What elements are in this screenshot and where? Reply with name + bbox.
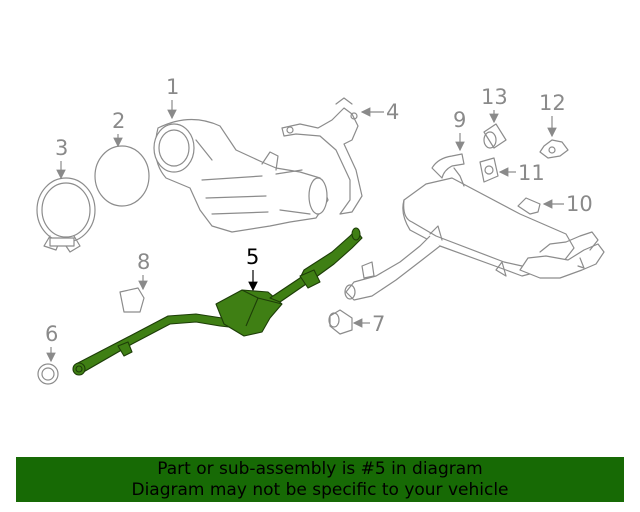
svg-text:11: 11 [518,161,545,185]
callout-8: 8 [137,250,150,291]
svg-text:1: 1 [166,75,179,99]
part-8-mount[interactable] [119,287,145,313]
svg-text:3: 3 [55,136,68,160]
part-13-sleeve[interactable] [483,123,507,149]
part-3-band-clamp[interactable] [36,177,96,253]
info-banner: Part or sub-assembly is #5 in diagram Di… [16,457,624,502]
part-1-catalytic-converter[interactable] [153,118,329,233]
callout-7: 7 [352,312,385,336]
svg-text:10: 10 [566,192,593,216]
callout-4: 4 [360,100,399,124]
part-11-hanger[interactable] [479,157,499,183]
svg-text:7: 7 [372,312,385,336]
svg-text:6: 6 [45,322,58,346]
callout-1: 1 [166,75,179,120]
part-12-bracket[interactable] [539,139,569,159]
svg-text:12: 12 [539,91,566,115]
callout-3: 3 [55,136,68,180]
part-10-nut[interactable] [517,197,541,215]
part-7-clamp[interactable] [328,309,353,335]
svg-text:8: 8 [137,250,150,274]
callout-6: 6 [45,322,58,363]
part-6-clamp[interactable] [37,363,59,385]
part-9-pipe[interactable] [431,153,465,179]
svg-text:13: 13 [481,85,508,109]
callout-2: 2 [112,109,125,148]
callout-5: 5 [246,245,259,292]
callout-13: 13 [481,85,508,124]
svg-text:5: 5 [246,245,259,269]
svg-text:9: 9 [453,108,466,132]
banner-line-1: Part or sub-assembly is #5 in diagram [157,458,483,479]
callout-12: 12 [539,91,566,138]
svg-text:4: 4 [386,100,399,124]
svg-text:2: 2 [112,109,125,133]
banner-line-2: Diagram may not be specific to your vehi… [131,479,509,500]
rear-muffler-assembly[interactable] [344,167,605,301]
callout-11: 11 [498,161,545,185]
callout-9: 9 [453,108,466,152]
part-5-center-muffler-pipe[interactable] [72,227,363,376]
callout-10: 10 [542,192,593,216]
part-4-bracket[interactable] [281,97,363,215]
part-2-gasket[interactable] [94,145,150,207]
exhaust-parts-diagram: 1 2 3 4 5 6 7 8 9 10 11 12 [36,75,605,385]
